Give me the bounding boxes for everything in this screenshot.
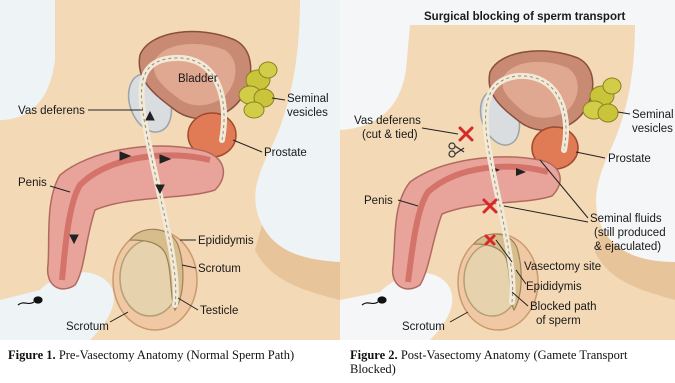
label-prostate: Prostate <box>608 153 651 165</box>
figure2-caption-number: Figure 2. <box>350 348 398 362</box>
label-seminal-vesicles-1: Seminal <box>287 93 329 105</box>
label-scrotum: Scrotum <box>402 321 445 333</box>
label-epididymis: Epididymis <box>198 235 254 247</box>
figure2-panel: Surgical blocking of sperm transport <box>340 0 675 340</box>
label-seminal-vesicles-1: Seminal <box>632 109 674 121</box>
figure1-caption-text: Pre-Vasectomy Anatomy (Normal Sperm Path… <box>56 348 295 362</box>
label-vas-deferens-1: Vas deferens <box>354 115 421 127</box>
figure2-title: Surgical blocking of sperm transport <box>424 11 625 23</box>
label-testicle: Testicle <box>200 305 238 317</box>
label-scrotum-right: Scrotum <box>198 263 241 275</box>
figure1-illustration: Bladder Vas deferens Seminal vesicles Pr… <box>0 0 340 340</box>
label-seminal-vesicles-2: vesicles <box>287 107 328 119</box>
label-blocked-path-2: of sperm <box>536 315 581 327</box>
label-seminal-fluids-2: (still produced <box>594 227 666 239</box>
label-epididymis: Epididymis <box>526 281 582 293</box>
label-vas-deferens: Vas deferens <box>18 105 85 117</box>
label-vas-deferens-2: (cut & tied) <box>362 129 418 141</box>
figure1-caption: Figure 1. Pre-Vasectomy Anatomy (Normal … <box>8 348 338 362</box>
label-seminal-fluids-3: & ejaculated) <box>594 241 661 253</box>
figure1-panel: Bladder Vas deferens Seminal vesicles Pr… <box>0 0 340 340</box>
figure1-caption-number: Figure 1. <box>8 348 56 362</box>
figure2-caption: Figure 2. Post-Vasectomy Anatomy (Gamete… <box>350 348 670 376</box>
label-penis: Penis <box>364 195 393 207</box>
label-seminal-fluids-1: Seminal fluids <box>590 213 662 225</box>
label-blocked-path-1: Blocked path <box>530 301 597 313</box>
label-vasectomy-site: Vasectomy site <box>524 261 601 273</box>
label-scrotum-bottom: Scrotum <box>66 321 109 333</box>
label-bladder: Bladder <box>178 73 218 85</box>
label-prostate: Prostate <box>264 147 307 159</box>
sperm-icon <box>362 297 386 305</box>
figure2-illustration: Surgical blocking of sperm transport <box>340 0 675 340</box>
sperm-icon <box>18 297 42 305</box>
label-seminal-vesicles-2: vesicles <box>632 123 673 135</box>
label-penis: Penis <box>18 177 47 189</box>
